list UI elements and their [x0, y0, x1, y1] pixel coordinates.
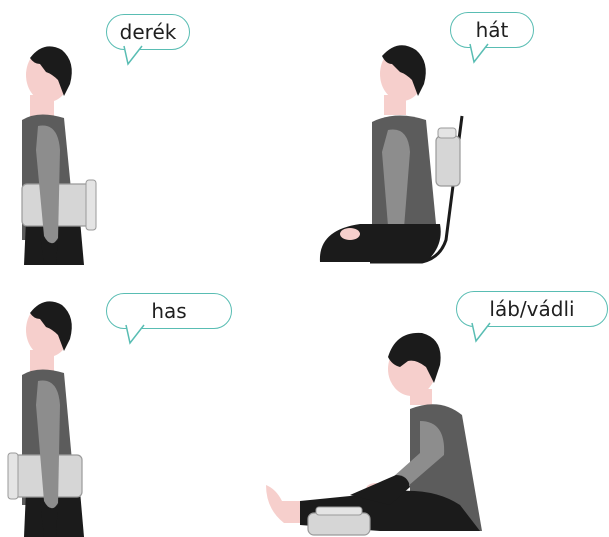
label-leg: láb/vádli — [489, 297, 574, 321]
label-back: hát — [476, 18, 509, 42]
label-waist: derék — [120, 20, 177, 44]
label-belly: has — [151, 299, 186, 323]
seated-man-back-icon — [310, 40, 490, 270]
bubble-tail-icon — [124, 323, 148, 345]
standing-man-belly-icon — [0, 295, 110, 537]
speech-bubble-waist: derék — [106, 14, 190, 50]
standing-man-waist-icon — [0, 40, 110, 265]
panel-waist: derék — [0, 0, 300, 265]
panel-leg: láb/vádli — [250, 275, 609, 537]
seated-man-leg-icon — [260, 325, 490, 537]
panel-back: hát — [300, 0, 609, 270]
bubble-tail-icon — [122, 44, 146, 66]
